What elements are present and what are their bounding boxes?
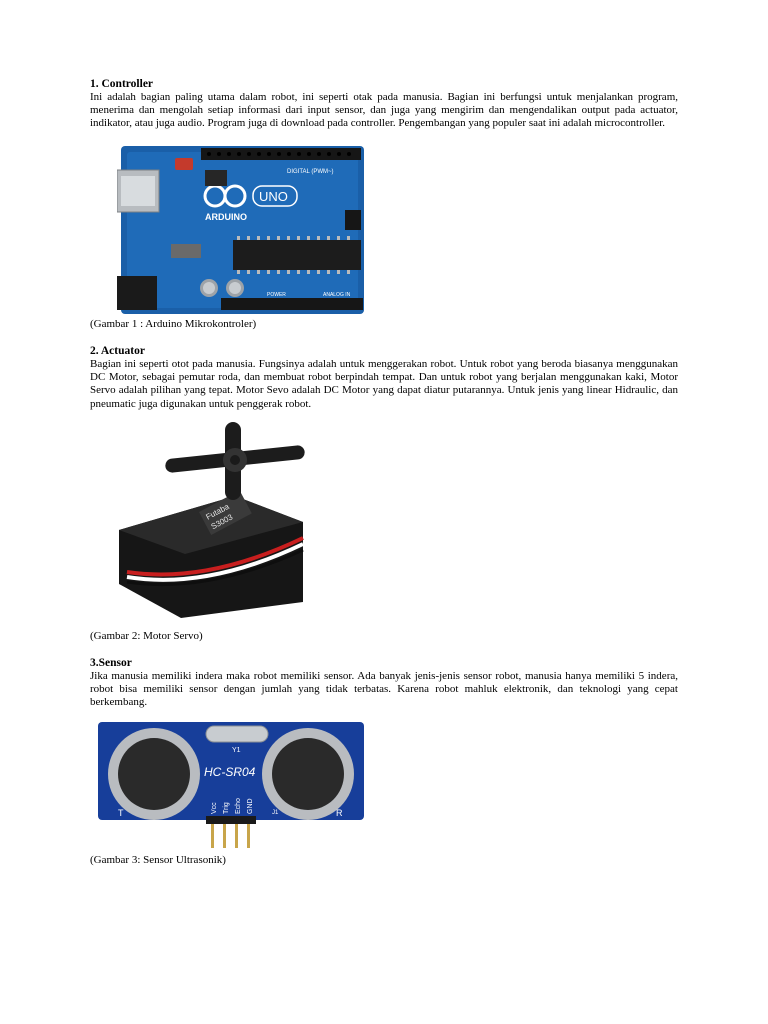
arduino-uno-image: ARDUINO UNO DIGITAL (PWM~) WWW.ARDUINO.C…: [117, 140, 367, 318]
section-heading: 1. Controller: [90, 78, 154, 90]
figure-caption: (Gambar 3: Sensor Ultrasonik): [90, 854, 226, 866]
pin-echo-label: Echo: [235, 798, 242, 814]
section-sensor: 3.Sensor Jika manusia memiliki indera ma…: [90, 657, 678, 710]
sensor-model-label: HC-SR04: [204, 765, 256, 779]
power-label: POWER: [267, 292, 286, 298]
pin-gnd-label: GND: [247, 798, 254, 814]
digital-label: DIGITAL (PWM~): [287, 169, 334, 175]
crystal-label: Y1: [232, 747, 241, 754]
arduino-model-label: UNO: [259, 189, 288, 204]
pin-vcc-label: Vcc: [211, 802, 218, 814]
arduino-brand-label: ARDUINO: [205, 212, 247, 222]
pin-trig-label: Trig: [223, 802, 230, 814]
section-paragraph: Bagian ini seperti otot pada manusia. Fu…: [90, 358, 678, 410]
servo-motor-image: Futaba S3003: [107, 422, 307, 622]
section-heading: 3.Sensor: [90, 657, 132, 669]
connector-label: J1: [272, 810, 279, 816]
section-controller: 1. Controller Ini adalah bagian paling u…: [90, 78, 678, 131]
figure-caption: (Gambar 2: Motor Servo): [90, 630, 203, 642]
section-paragraph: Ini adalah bagian paling utama dalam rob…: [90, 91, 678, 130]
transmitter-label: T: [118, 808, 124, 818]
ultrasonic-sensor-image: Y1 HC-SR04 T R J1 Vcc Trig Echo GND: [96, 718, 366, 850]
receiver-label: R: [336, 808, 343, 818]
analog-label: ANALOG IN: [323, 292, 351, 298]
section-heading: 2. Actuator: [90, 345, 145, 357]
section-actuator: 2. Actuator Bagian ini seperti otot pada…: [90, 345, 678, 411]
figure-caption: (Gambar 1 : Arduino Mikrokontroler): [90, 318, 257, 330]
section-paragraph: Jika manusia memiliki indera maka robot …: [90, 670, 678, 709]
